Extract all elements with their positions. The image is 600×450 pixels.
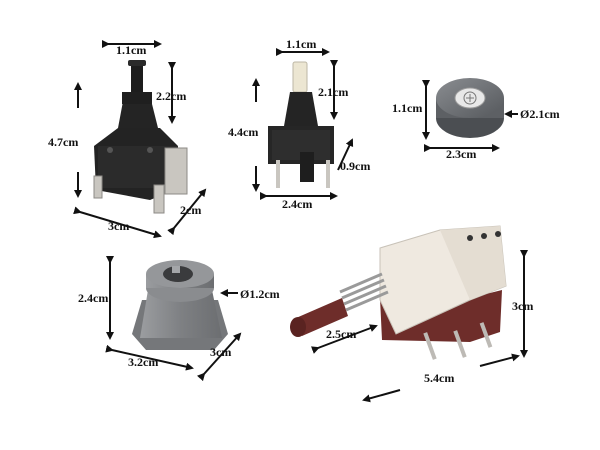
dim-label: 0.9cm	[340, 159, 371, 173]
dim-label: 2.1cm	[318, 85, 349, 99]
dim-label: Ø1.2cm	[240, 287, 280, 301]
dim-label: Ø2.1cm	[520, 107, 560, 121]
dim-label: 3cm	[108, 219, 130, 233]
dim-label: 1.1cm	[286, 37, 317, 51]
dim-label: 2.2cm	[156, 89, 187, 103]
dim-label: 4.4cm	[228, 125, 259, 139]
latching-switch	[290, 225, 528, 403]
dim-label: 2cm	[180, 203, 202, 217]
switch-large	[73, 40, 207, 239]
dim-label: 2.4cm	[78, 291, 109, 305]
dim-label: 3cm	[210, 345, 232, 359]
switch-small	[252, 48, 354, 200]
dim-label: 3.2cm	[128, 355, 159, 369]
round-knob	[422, 78, 518, 152]
dim-label: 2.3cm	[446, 147, 477, 161]
dim-label: 1.1cm	[116, 43, 147, 57]
dim-label: 2.5cm	[326, 327, 357, 341]
dim-label: 5.4cm	[424, 371, 455, 385]
dim-label: 2.4cm	[282, 197, 313, 211]
gray-cap	[105, 256, 242, 382]
dim-label: 4.7cm	[48, 135, 79, 149]
dim-label: 3cm	[512, 299, 534, 313]
dim-label: 1.1cm	[392, 101, 423, 115]
